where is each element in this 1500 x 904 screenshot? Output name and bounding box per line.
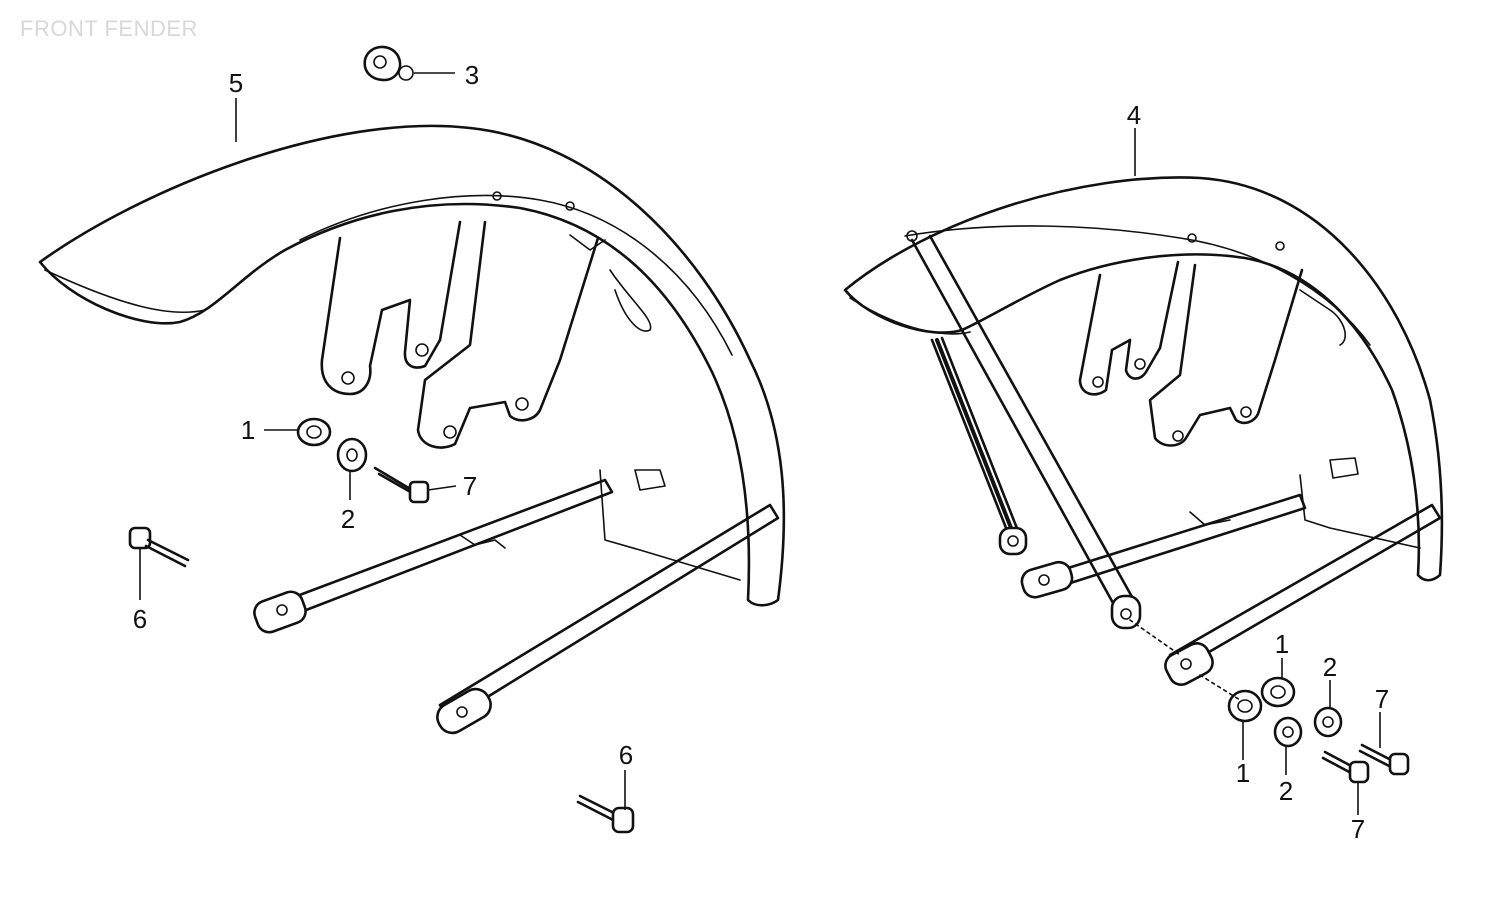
bolt-part-7-left bbox=[373, 466, 430, 504]
callout-label-2-left: 2 bbox=[341, 504, 355, 534]
callout-label-7-right-a: 7 bbox=[1375, 684, 1389, 714]
grommet-part-1-right-b bbox=[1227, 689, 1263, 723]
hardware-right bbox=[1227, 676, 1410, 784]
washer-part-2-left bbox=[336, 437, 368, 473]
callout-label-6-lower: 6 bbox=[619, 740, 633, 770]
clip-nut-part-3 bbox=[363, 45, 414, 82]
fender-assembly-left bbox=[38, 124, 786, 735]
callout-label-3: 3 bbox=[465, 60, 479, 90]
fork-bracket-left bbox=[320, 220, 462, 396]
callout-label-1-left: 1 bbox=[241, 415, 255, 445]
bolt-part-7-right-a bbox=[1358, 743, 1410, 776]
callout-label-7-left: 7 bbox=[463, 471, 477, 501]
fender-stay-left-2 bbox=[438, 503, 780, 722]
grommet-part-1-right-a bbox=[1260, 676, 1296, 708]
callout-labels: 3 5 1 2 7 6 6 4 1 2 7 1 2 7 bbox=[133, 60, 1389, 844]
washer-part-2-right-b bbox=[1273, 716, 1303, 748]
hardware-left bbox=[128, 45, 635, 834]
bolt-part-6-upper bbox=[128, 526, 190, 568]
callout-label-4: 4 bbox=[1127, 100, 1141, 130]
diagram-caption: FRONT FENDER bbox=[20, 16, 198, 41]
washer-part-2-right-a bbox=[1313, 706, 1343, 738]
callout-leaders bbox=[139, 72, 1381, 815]
fender-assembly-right bbox=[843, 176, 1444, 701]
fender-shell-left bbox=[38, 124, 786, 607]
callout-label-1-right-b: 1 bbox=[1236, 758, 1250, 788]
callout-label-7-right-b: 7 bbox=[1351, 814, 1365, 844]
fender-shell-right bbox=[843, 176, 1444, 582]
grommet-part-1-left bbox=[296, 417, 332, 447]
bolt-part-6-lower bbox=[576, 794, 635, 834]
fender-stay-right-2 bbox=[1168, 503, 1442, 672]
callout-label-1-right-a: 1 bbox=[1275, 629, 1289, 659]
callout-label-6-upper: 6 bbox=[133, 604, 147, 634]
fender-stay-left-1 bbox=[263, 478, 614, 624]
callout-label-5: 5 bbox=[229, 68, 243, 98]
callout-label-2-right-a: 2 bbox=[1323, 652, 1337, 682]
bolt-part-7-right-b bbox=[1321, 750, 1370, 784]
callout-label-2-right-b: 2 bbox=[1279, 776, 1293, 806]
